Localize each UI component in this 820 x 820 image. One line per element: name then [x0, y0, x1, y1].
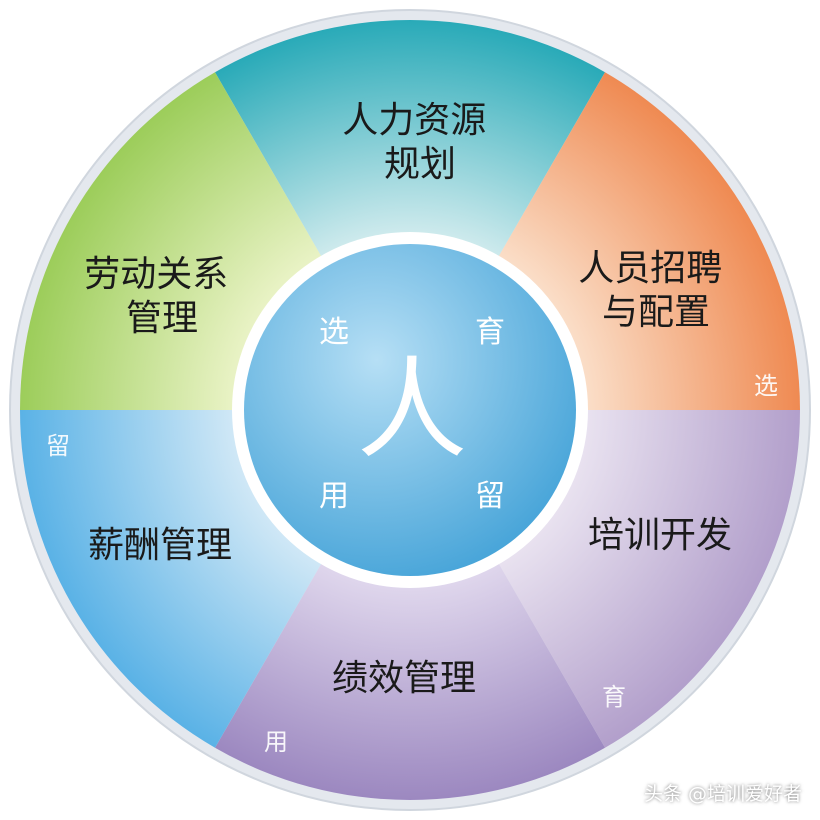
segment-label-training: 培训开发 — [588, 515, 732, 556]
segment-label-planning: 人力资源 规划 — [342, 100, 497, 185]
hub-center-character: 人 — [357, 346, 467, 474]
corner-label-yong: 用 — [264, 728, 288, 756]
watermark: 头条 @培训爱好者 — [643, 783, 802, 805]
hub-circle — [244, 244, 576, 576]
segment-label-compensation: 薪酬管理 — [88, 525, 232, 566]
planning-line-1: 人力资源 — [342, 100, 486, 141]
segment-label-recruitment: 人员招聘 与配置 — [578, 248, 733, 333]
training-line-1: 培训开发 — [588, 515, 732, 556]
planning-line-2: 规划 — [384, 144, 456, 185]
hub-label-top-right: 育 — [475, 315, 505, 350]
segment-label-labor: 劳动关系 管理 — [84, 254, 239, 339]
recruitment-line-2: 与配置 — [602, 292, 710, 333]
corner-label-xuan: 选 — [754, 372, 778, 400]
corner-label-liu: 留 — [46, 432, 70, 460]
segment-planning — [215, 19, 605, 410]
performance-line-1: 绩效管理 — [332, 658, 476, 699]
labor-line-1: 劳动关系 — [84, 254, 228, 295]
hub-label-bottom-left: 用 — [319, 479, 349, 514]
segment-performance — [215, 410, 605, 801]
corner-label-yu: 育 — [602, 683, 626, 711]
labor-line-2: 管理 — [126, 298, 198, 339]
hub-label-top-left: 选 — [319, 315, 349, 350]
compensation-line-1: 薪酬管理 — [88, 525, 232, 566]
recruitment-line-1: 人员招聘 — [578, 248, 722, 289]
segment-label-performance: 绩效管理 — [332, 658, 476, 699]
hub-label-bottom-right: 留 — [475, 479, 505, 514]
